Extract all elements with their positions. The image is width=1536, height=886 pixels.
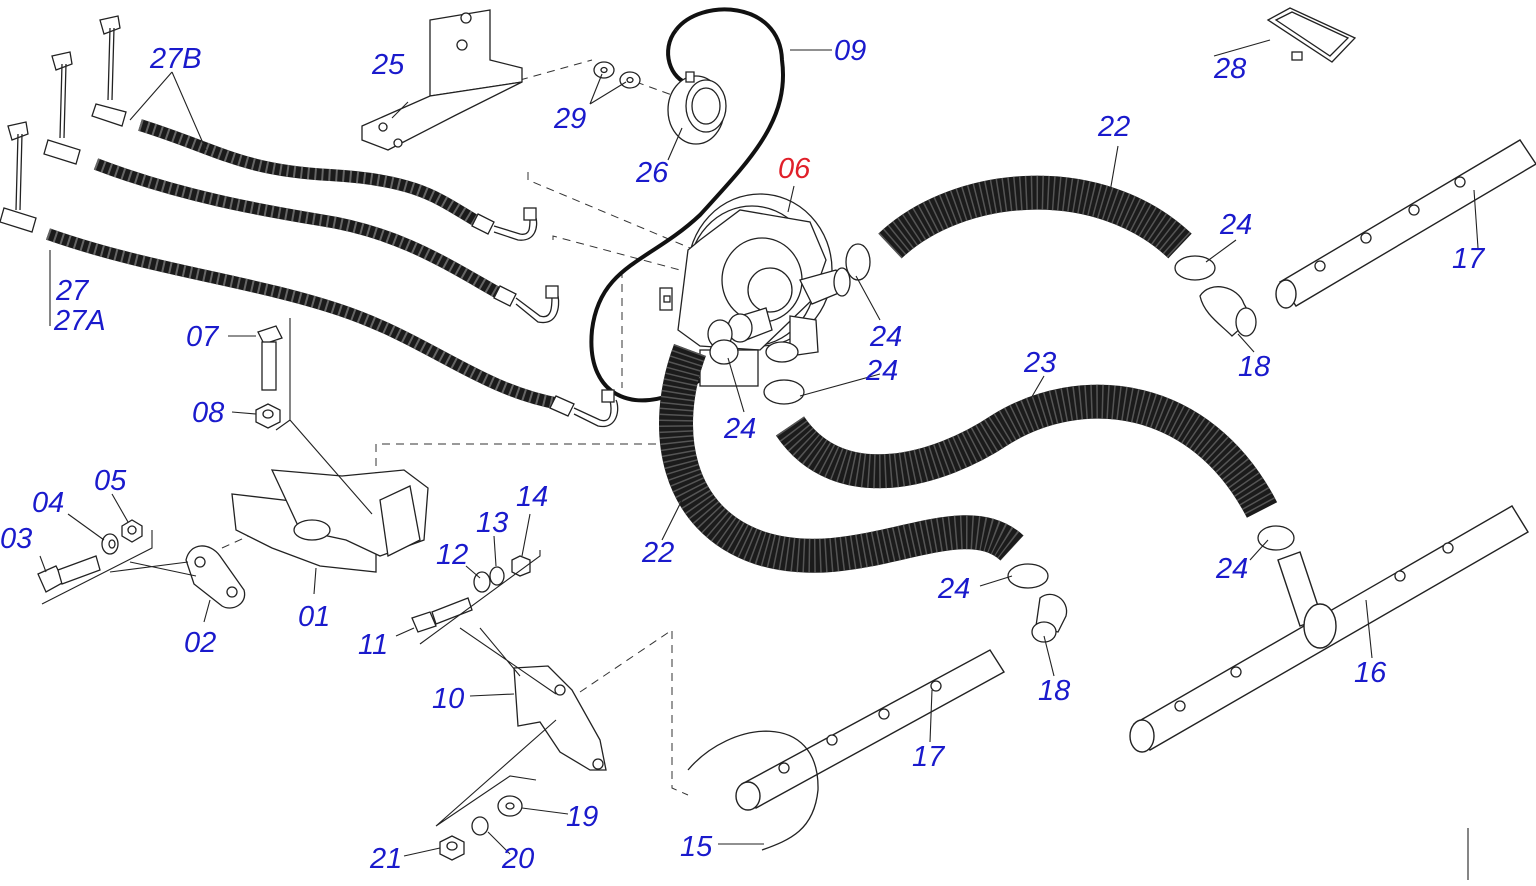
part-11-bolt[interactable]	[411, 597, 473, 633]
callout-29[interactable]: 29	[553, 103, 586, 135]
part-14-nut[interactable]	[511, 555, 531, 577]
part-24-clamps[interactable]	[709, 243, 1295, 589]
part-03-bolt[interactable]	[37, 555, 101, 593]
part-27B-hose-2[interactable]	[43, 51, 560, 324]
part-26-pulley[interactable]	[667, 71, 727, 145]
callout-21[interactable]: 21	[369, 843, 402, 875]
part-10-bracket[interactable]	[513, 665, 607, 771]
callout-11[interactable]: 11	[358, 629, 388, 661]
part-13-washer[interactable]	[489, 566, 505, 586]
callout-17-lower[interactable]: 17	[912, 741, 946, 773]
callout-13[interactable]: 13	[476, 507, 508, 539]
part-15-rod[interactable]	[687, 730, 819, 851]
callout-25[interactable]: 25	[371, 49, 405, 81]
part-02-plate[interactable]	[185, 545, 246, 609]
callout-09[interactable]: 09	[834, 35, 866, 67]
part-19-washer[interactable]	[497, 795, 523, 817]
part-06-fan[interactable]	[659, 193, 851, 387]
callout-27[interactable]: 27	[55, 275, 90, 307]
callout-24-f[interactable]: 24	[1215, 553, 1248, 585]
callout-22-lower[interactable]: 22	[641, 537, 674, 569]
assembly-dashed-lines	[221, 59, 691, 796]
callout-27B[interactable]: 27B	[149, 43, 202, 75]
part-08-nut[interactable]	[255, 403, 281, 429]
callout-02[interactable]: 02	[184, 627, 216, 659]
callout-16[interactable]: 16	[1354, 657, 1387, 689]
part-16-pipe-tee[interactable]	[1129, 505, 1529, 753]
leader-lines	[39, 39, 1479, 880]
callout-20[interactable]: 20	[501, 843, 534, 875]
part-04-washer[interactable]	[101, 533, 119, 555]
callout-labels: 27B 25 29 09 26 06 28 22 24 17 18 24 24 …	[0, 35, 1486, 875]
callout-04[interactable]: 04	[32, 487, 64, 519]
part-18-elbow-lower[interactable]	[1031, 593, 1068, 643]
callout-12[interactable]: 12	[436, 539, 468, 571]
part-27-hose-3[interactable]	[0, 121, 619, 428]
callout-18-upper[interactable]: 18	[1238, 351, 1270, 383]
callout-18-lower[interactable]: 18	[1038, 675, 1070, 707]
part-05-nut[interactable]	[121, 519, 143, 543]
part-29-washers[interactable]	[593, 61, 641, 89]
part-27B-hose-1[interactable]	[91, 15, 538, 241]
callout-22-upper[interactable]: 22	[1097, 111, 1130, 143]
callout-24-b[interactable]: 24	[869, 321, 902, 353]
part-01-bracket[interactable]	[231, 469, 429, 573]
callout-07[interactable]: 07	[186, 321, 220, 353]
part-21-nut[interactable]	[439, 835, 465, 861]
callout-15[interactable]: 15	[680, 831, 713, 863]
part-22-hose-upper[interactable]	[878, 175, 1192, 259]
callout-01[interactable]: 01	[298, 601, 330, 633]
callout-06[interactable]: 06	[778, 153, 811, 185]
callout-24-c[interactable]: 24	[865, 355, 898, 387]
part-22-hose-lower[interactable]	[659, 344, 1024, 573]
callout-23[interactable]: 23	[1023, 347, 1056, 379]
callout-03[interactable]: 03	[0, 523, 32, 555]
part-20-washer[interactable]	[471, 816, 489, 836]
callout-19[interactable]: 19	[566, 801, 598, 833]
callout-26[interactable]: 26	[635, 157, 669, 189]
callout-05[interactable]: 05	[94, 465, 127, 497]
callout-24-e[interactable]: 24	[937, 573, 970, 605]
part-17-pipe-lower[interactable]	[735, 649, 1005, 811]
part-07-bolt[interactable]	[257, 325, 283, 391]
callout-14[interactable]: 14	[516, 481, 548, 513]
callout-24-a[interactable]: 24	[1219, 209, 1252, 241]
part-25-bracket[interactable]	[361, 9, 523, 151]
callout-08[interactable]: 08	[192, 397, 224, 429]
part-28-bracket[interactable]	[1266, 7, 1357, 63]
callout-24-d[interactable]: 24	[723, 413, 756, 445]
callout-27A[interactable]: 27A	[53, 305, 106, 337]
part-18-elbow-upper[interactable]	[1199, 286, 1257, 337]
callout-17-upper[interactable]: 17	[1452, 243, 1486, 275]
callout-10[interactable]: 10	[432, 683, 464, 715]
callout-28[interactable]: 28	[1213, 53, 1246, 85]
part-23-hose[interactable]	[775, 384, 1278, 519]
part-17-pipe-upper[interactable]	[1275, 139, 1536, 309]
